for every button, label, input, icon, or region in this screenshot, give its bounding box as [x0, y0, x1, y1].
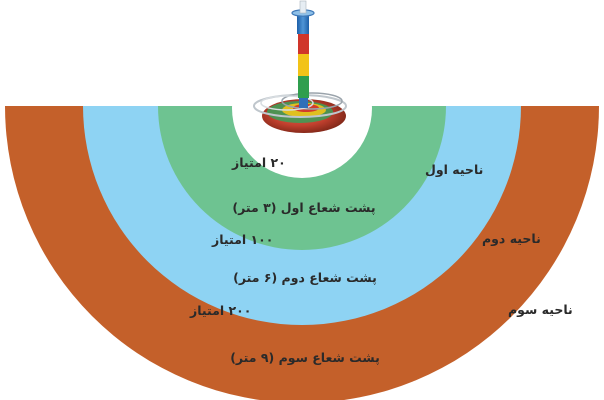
- zone-3-line-label: پشت شعاع سوم (۹ متر): [230, 350, 380, 366]
- zone-3-name: ناحیه سوم: [508, 302, 573, 318]
- ring-toss-peg-icon: [253, 0, 347, 133]
- zone-3-points: ۲۰۰ امتیاز: [189, 303, 251, 318]
- zone-2-name: ناحیه دوم: [482, 231, 541, 247]
- zone-2-points: ۱۰۰ امتیاز: [211, 232, 273, 247]
- zone-1-line-label: پشت شعاع اول (۳ متر): [232, 200, 375, 215]
- zone-1-name: ناحیه اول: [425, 162, 483, 177]
- zone-1-points: ۲۰ امتیاز: [231, 155, 286, 170]
- zone-2-line-label: پشت شعاع دوم (۶ متر): [233, 270, 377, 286]
